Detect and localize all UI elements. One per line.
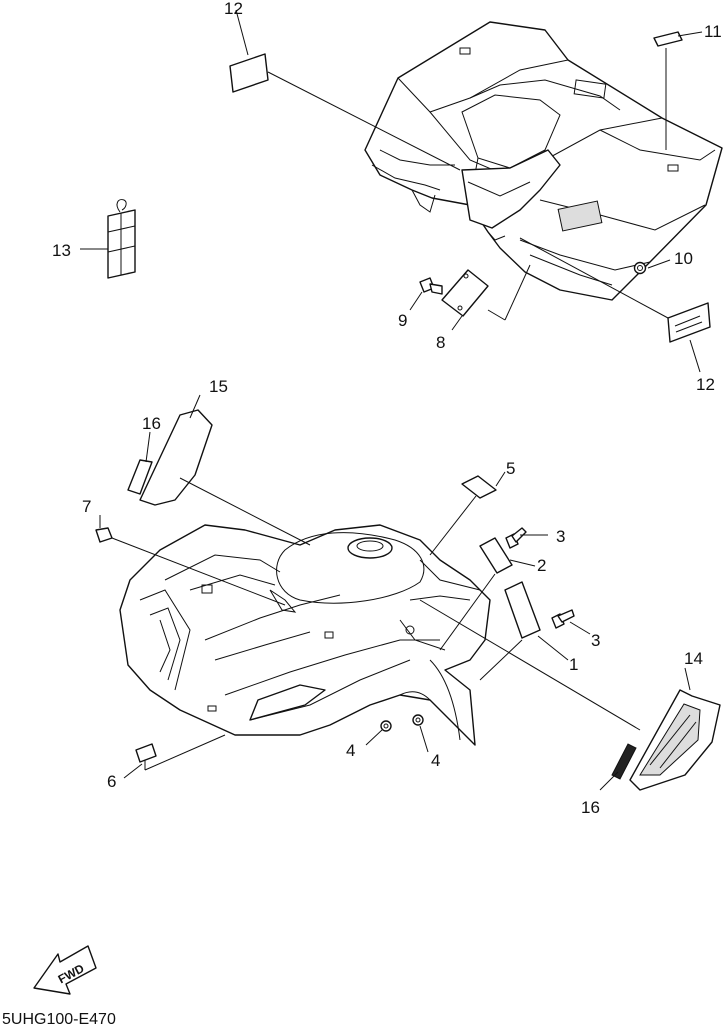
callout-3-upper: 3 bbox=[556, 527, 565, 546]
callout-16-lower: 16 bbox=[581, 798, 600, 817]
washer-4-left bbox=[380, 720, 392, 732]
callout-13: 13 bbox=[52, 241, 71, 260]
callout-labels: 12 11 13 10 9 8 12 15 16 5 7 3 2 3 14 1 … bbox=[52, 0, 722, 817]
strip-16-upper bbox=[127, 459, 153, 495]
callout-3-lower: 3 bbox=[591, 631, 600, 650]
grommet-10 bbox=[633, 261, 647, 275]
callout-12-top: 12 bbox=[224, 0, 243, 18]
label-5 bbox=[461, 475, 497, 499]
plate-8 bbox=[441, 269, 489, 317]
emblem-14 bbox=[629, 689, 721, 791]
callout-14: 14 bbox=[684, 649, 703, 668]
callout-6: 6 bbox=[107, 772, 116, 791]
callout-2: 2 bbox=[537, 556, 546, 575]
label-12-left bbox=[229, 53, 269, 93]
label-6 bbox=[135, 743, 157, 763]
panel-15 bbox=[139, 409, 213, 506]
front-fender bbox=[119, 524, 491, 746]
callout-15: 15 bbox=[209, 377, 228, 396]
callout-8: 8 bbox=[436, 333, 445, 352]
callout-4-right: 4 bbox=[431, 751, 440, 770]
washer-4-right bbox=[412, 714, 424, 726]
callout-9: 9 bbox=[398, 311, 407, 330]
callout-4-left: 4 bbox=[346, 741, 355, 760]
bolt-3-upper bbox=[505, 527, 527, 549]
fwd-arrow: FWD bbox=[33, 945, 97, 995]
callout-1: 1 bbox=[569, 655, 578, 674]
leader-lines bbox=[80, 9, 703, 791]
callout-16-upper: 16 bbox=[142, 414, 161, 433]
rear-fender bbox=[364, 21, 723, 301]
emblem-12-4x4 bbox=[667, 302, 711, 343]
callout-5: 5 bbox=[506, 459, 515, 478]
reflector-7 bbox=[95, 527, 113, 543]
tag-13 bbox=[107, 199, 136, 279]
strip-16-lower bbox=[611, 743, 637, 780]
label-11 bbox=[653, 31, 683, 47]
plate-2 bbox=[479, 537, 513, 574]
callout-12-bottom: 12 bbox=[696, 375, 715, 394]
callout-11: 11 bbox=[704, 22, 722, 41]
plate-1 bbox=[504, 581, 541, 639]
bolt-9 bbox=[419, 277, 443, 295]
diagram-code: 5UHG100-E470 bbox=[2, 1011, 116, 1027]
callout-7: 7 bbox=[82, 497, 91, 516]
callout-10: 10 bbox=[674, 249, 693, 268]
bolt-3-lower bbox=[551, 609, 575, 629]
